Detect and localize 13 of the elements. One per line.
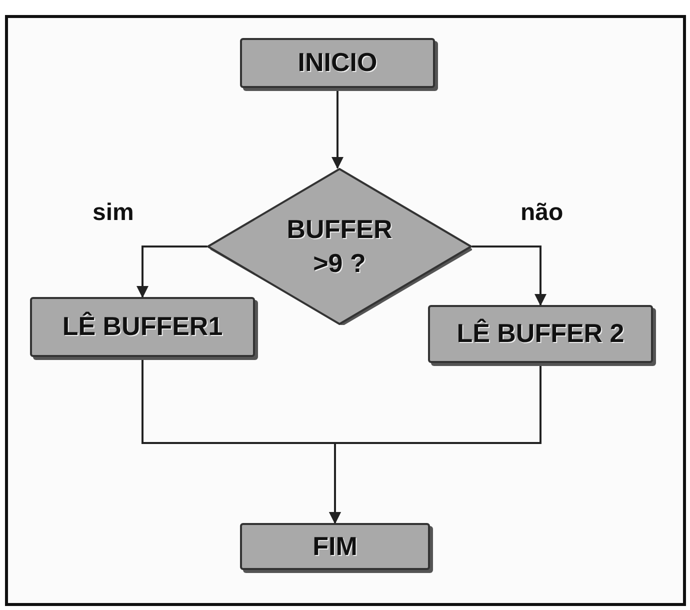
arrow [332, 88, 344, 169]
node-text: INICIO [298, 46, 378, 80]
process-box [30, 297, 255, 357]
node-text: LÊ BUFFER 2 [456, 317, 624, 350]
process-box [240, 38, 435, 88]
arrow [329, 363, 542, 524]
arrow [472, 246, 546, 306]
node-text: BUFFER >9 ? [286, 212, 394, 280]
arrow [136, 246, 207, 298]
node-text: FIM [312, 530, 358, 563]
process-box [428, 305, 653, 363]
process-box [240, 523, 430, 570]
node-text: LÊ BUFFER1 [62, 310, 223, 344]
